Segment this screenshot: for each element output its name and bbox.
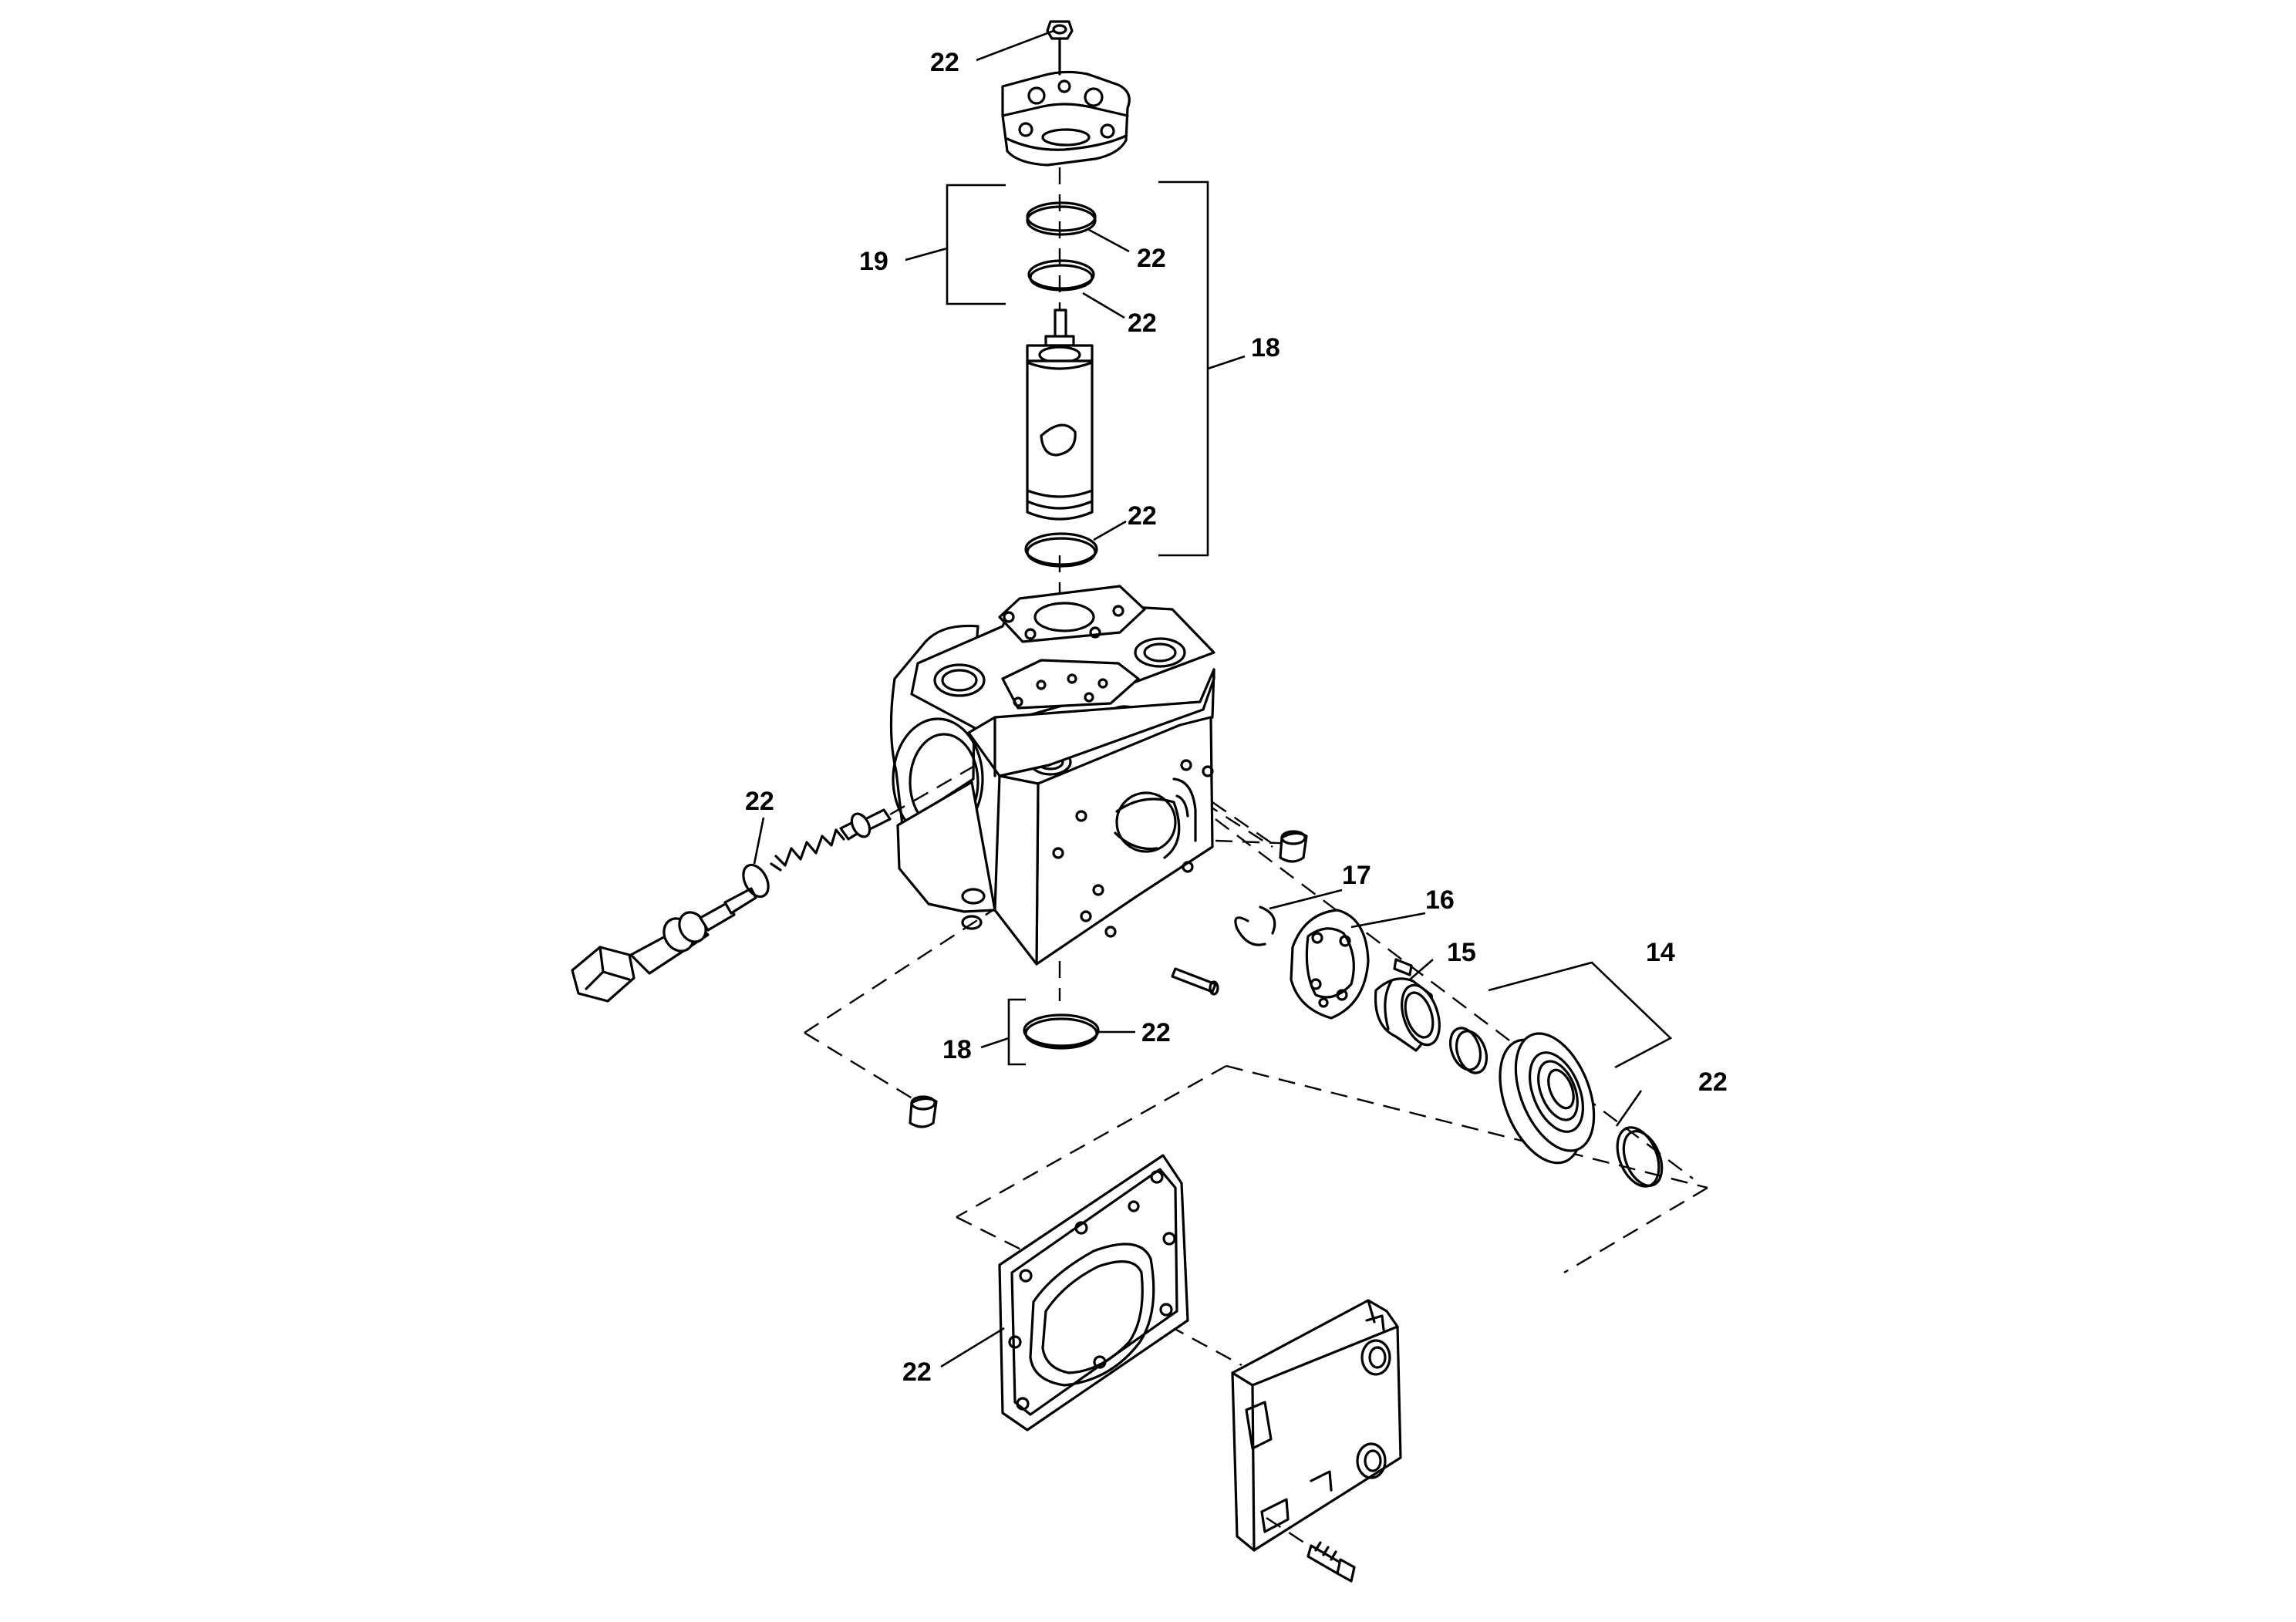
callout-22-bearing-ring: 22 xyxy=(1698,1067,1728,1097)
key xyxy=(1393,958,1413,976)
dowel-pin-bottom xyxy=(909,1095,938,1128)
o-ring-upper-2 xyxy=(1027,259,1095,292)
shaft-coupling xyxy=(1374,977,1441,1052)
retaining-ring xyxy=(1448,1027,1489,1074)
bracket-19 xyxy=(946,184,1006,305)
callout-18-bottom: 18 xyxy=(942,1035,972,1064)
bearing xyxy=(1499,1032,1596,1165)
callout-22-left-valve: 22 xyxy=(745,787,774,816)
callout-22-bottom-ring: 22 xyxy=(1141,1018,1171,1047)
callout-22-gasket: 22 xyxy=(902,1357,932,1387)
roll-pin xyxy=(1171,967,1219,996)
callout-14: 14 xyxy=(1646,938,1675,967)
small-o-ring xyxy=(742,863,770,899)
bracket-18-top xyxy=(1158,180,1209,557)
valve-body xyxy=(629,887,757,975)
callout-19: 19 xyxy=(859,247,888,276)
callout-17: 17 xyxy=(1342,861,1371,890)
cartridge-cylinder xyxy=(1026,309,1094,521)
end-cover-plate xyxy=(1231,1299,1402,1552)
o-ring-bottom xyxy=(1023,1013,1100,1050)
callout-22-ring-c: 22 xyxy=(1128,501,1157,531)
callout-22-top-nut: 22 xyxy=(930,48,959,77)
pump-housing xyxy=(889,585,1215,966)
leader-lines xyxy=(753,29,1643,1368)
top-cover xyxy=(1001,70,1131,167)
callout-16: 16 xyxy=(1425,885,1455,915)
callout-labels: 22 19 22 22 18 22 22 17 16 15 14 22 18 2… xyxy=(745,48,1728,1387)
callout-22-ring-a: 22 xyxy=(1137,244,1166,273)
o-ring-upper-1 xyxy=(1026,201,1097,236)
plug-nut xyxy=(571,946,636,1003)
callout-22-ring-b: 22 xyxy=(1128,309,1157,338)
gerotor-gear xyxy=(1290,909,1370,1020)
poppet xyxy=(839,765,974,841)
callout-18-top: 18 xyxy=(1251,333,1280,363)
spring xyxy=(770,828,845,872)
callout-15: 15 xyxy=(1447,938,1476,967)
o-ring-lower xyxy=(1024,532,1098,568)
top-nut xyxy=(1046,20,1074,76)
bracket-14 xyxy=(1488,961,1673,1069)
bearing-o-ring xyxy=(1616,1126,1664,1188)
cover-bolt xyxy=(1266,1516,1356,1583)
dowel-pin-right xyxy=(1279,830,1308,863)
gasket xyxy=(998,1154,1189,1431)
snap-ring xyxy=(1234,905,1276,946)
bracket-18-bottom xyxy=(1007,998,1026,1066)
